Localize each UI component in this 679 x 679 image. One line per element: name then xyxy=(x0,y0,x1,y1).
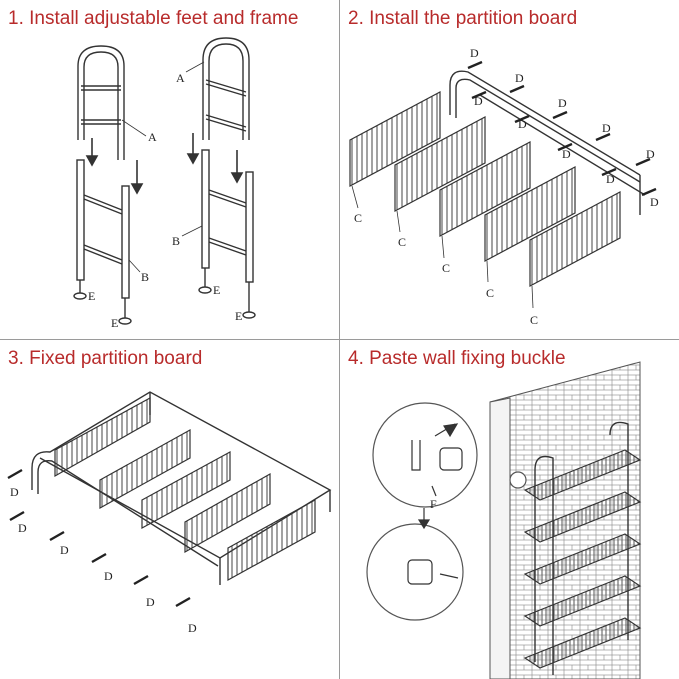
label-e: E xyxy=(111,316,118,330)
label-d: D xyxy=(18,521,27,535)
step-2-panel: 2. Install the partition board xyxy=(340,0,679,339)
label-c: C xyxy=(530,313,538,327)
label-c: C xyxy=(442,261,450,275)
label-c: C xyxy=(398,235,406,249)
label-d: D xyxy=(558,96,567,110)
label-d: D xyxy=(146,595,155,609)
label-c: C xyxy=(486,286,494,300)
label-d: D xyxy=(188,621,197,635)
step-3-panel: 3. Fixed partition board xyxy=(0,340,339,679)
label-d: D xyxy=(470,46,479,60)
label-d: D xyxy=(60,543,69,557)
step-1-title: 1. Install adjustable feet and frame xyxy=(8,8,299,29)
step-1-illustration: A A B B E E E E xyxy=(73,37,256,330)
horizontal-divider xyxy=(0,339,679,340)
label-b: B xyxy=(172,234,180,248)
step-1-panel: 1. Install adjustable feet and frame xyxy=(0,0,339,339)
step-2-title: 2. Install the partition board xyxy=(348,8,578,29)
frame-a-left xyxy=(77,45,125,160)
step-4-panel: 4. Paste wall fixing buckle xyxy=(340,340,679,679)
step-4-title: 4. Paste wall fixing buckle xyxy=(348,348,566,369)
label-d: D xyxy=(518,117,527,131)
label-d: D xyxy=(10,485,19,499)
step-3-title: 3. Fixed partition board xyxy=(8,348,203,369)
label-d: D xyxy=(474,94,483,108)
label-d: D xyxy=(104,569,113,583)
label-d: D xyxy=(602,121,611,135)
buckle-installed-callout xyxy=(366,523,464,621)
step-3-illustration: D D D D D D xyxy=(7,391,332,635)
label-d: D xyxy=(562,147,571,161)
label-b: B xyxy=(141,270,149,284)
label-d: D xyxy=(515,71,524,85)
label-d: D xyxy=(606,172,615,186)
label-e: E xyxy=(235,309,242,323)
frame-a-right xyxy=(202,37,250,140)
label-c: C xyxy=(354,211,362,225)
step-4-illustration: F xyxy=(366,361,642,679)
buckle-detail-callout xyxy=(372,402,478,508)
label-d: D xyxy=(646,147,655,161)
label-a: A xyxy=(148,130,157,144)
label-e: E xyxy=(88,289,95,303)
step-2-illustration: C C C C C D D D D D D D D D D xyxy=(349,46,659,327)
label-d: D xyxy=(650,195,659,209)
label-f: F xyxy=(430,497,437,511)
shelf-unit xyxy=(534,421,629,675)
label-e: E xyxy=(213,283,220,297)
label-a: A xyxy=(176,71,185,85)
